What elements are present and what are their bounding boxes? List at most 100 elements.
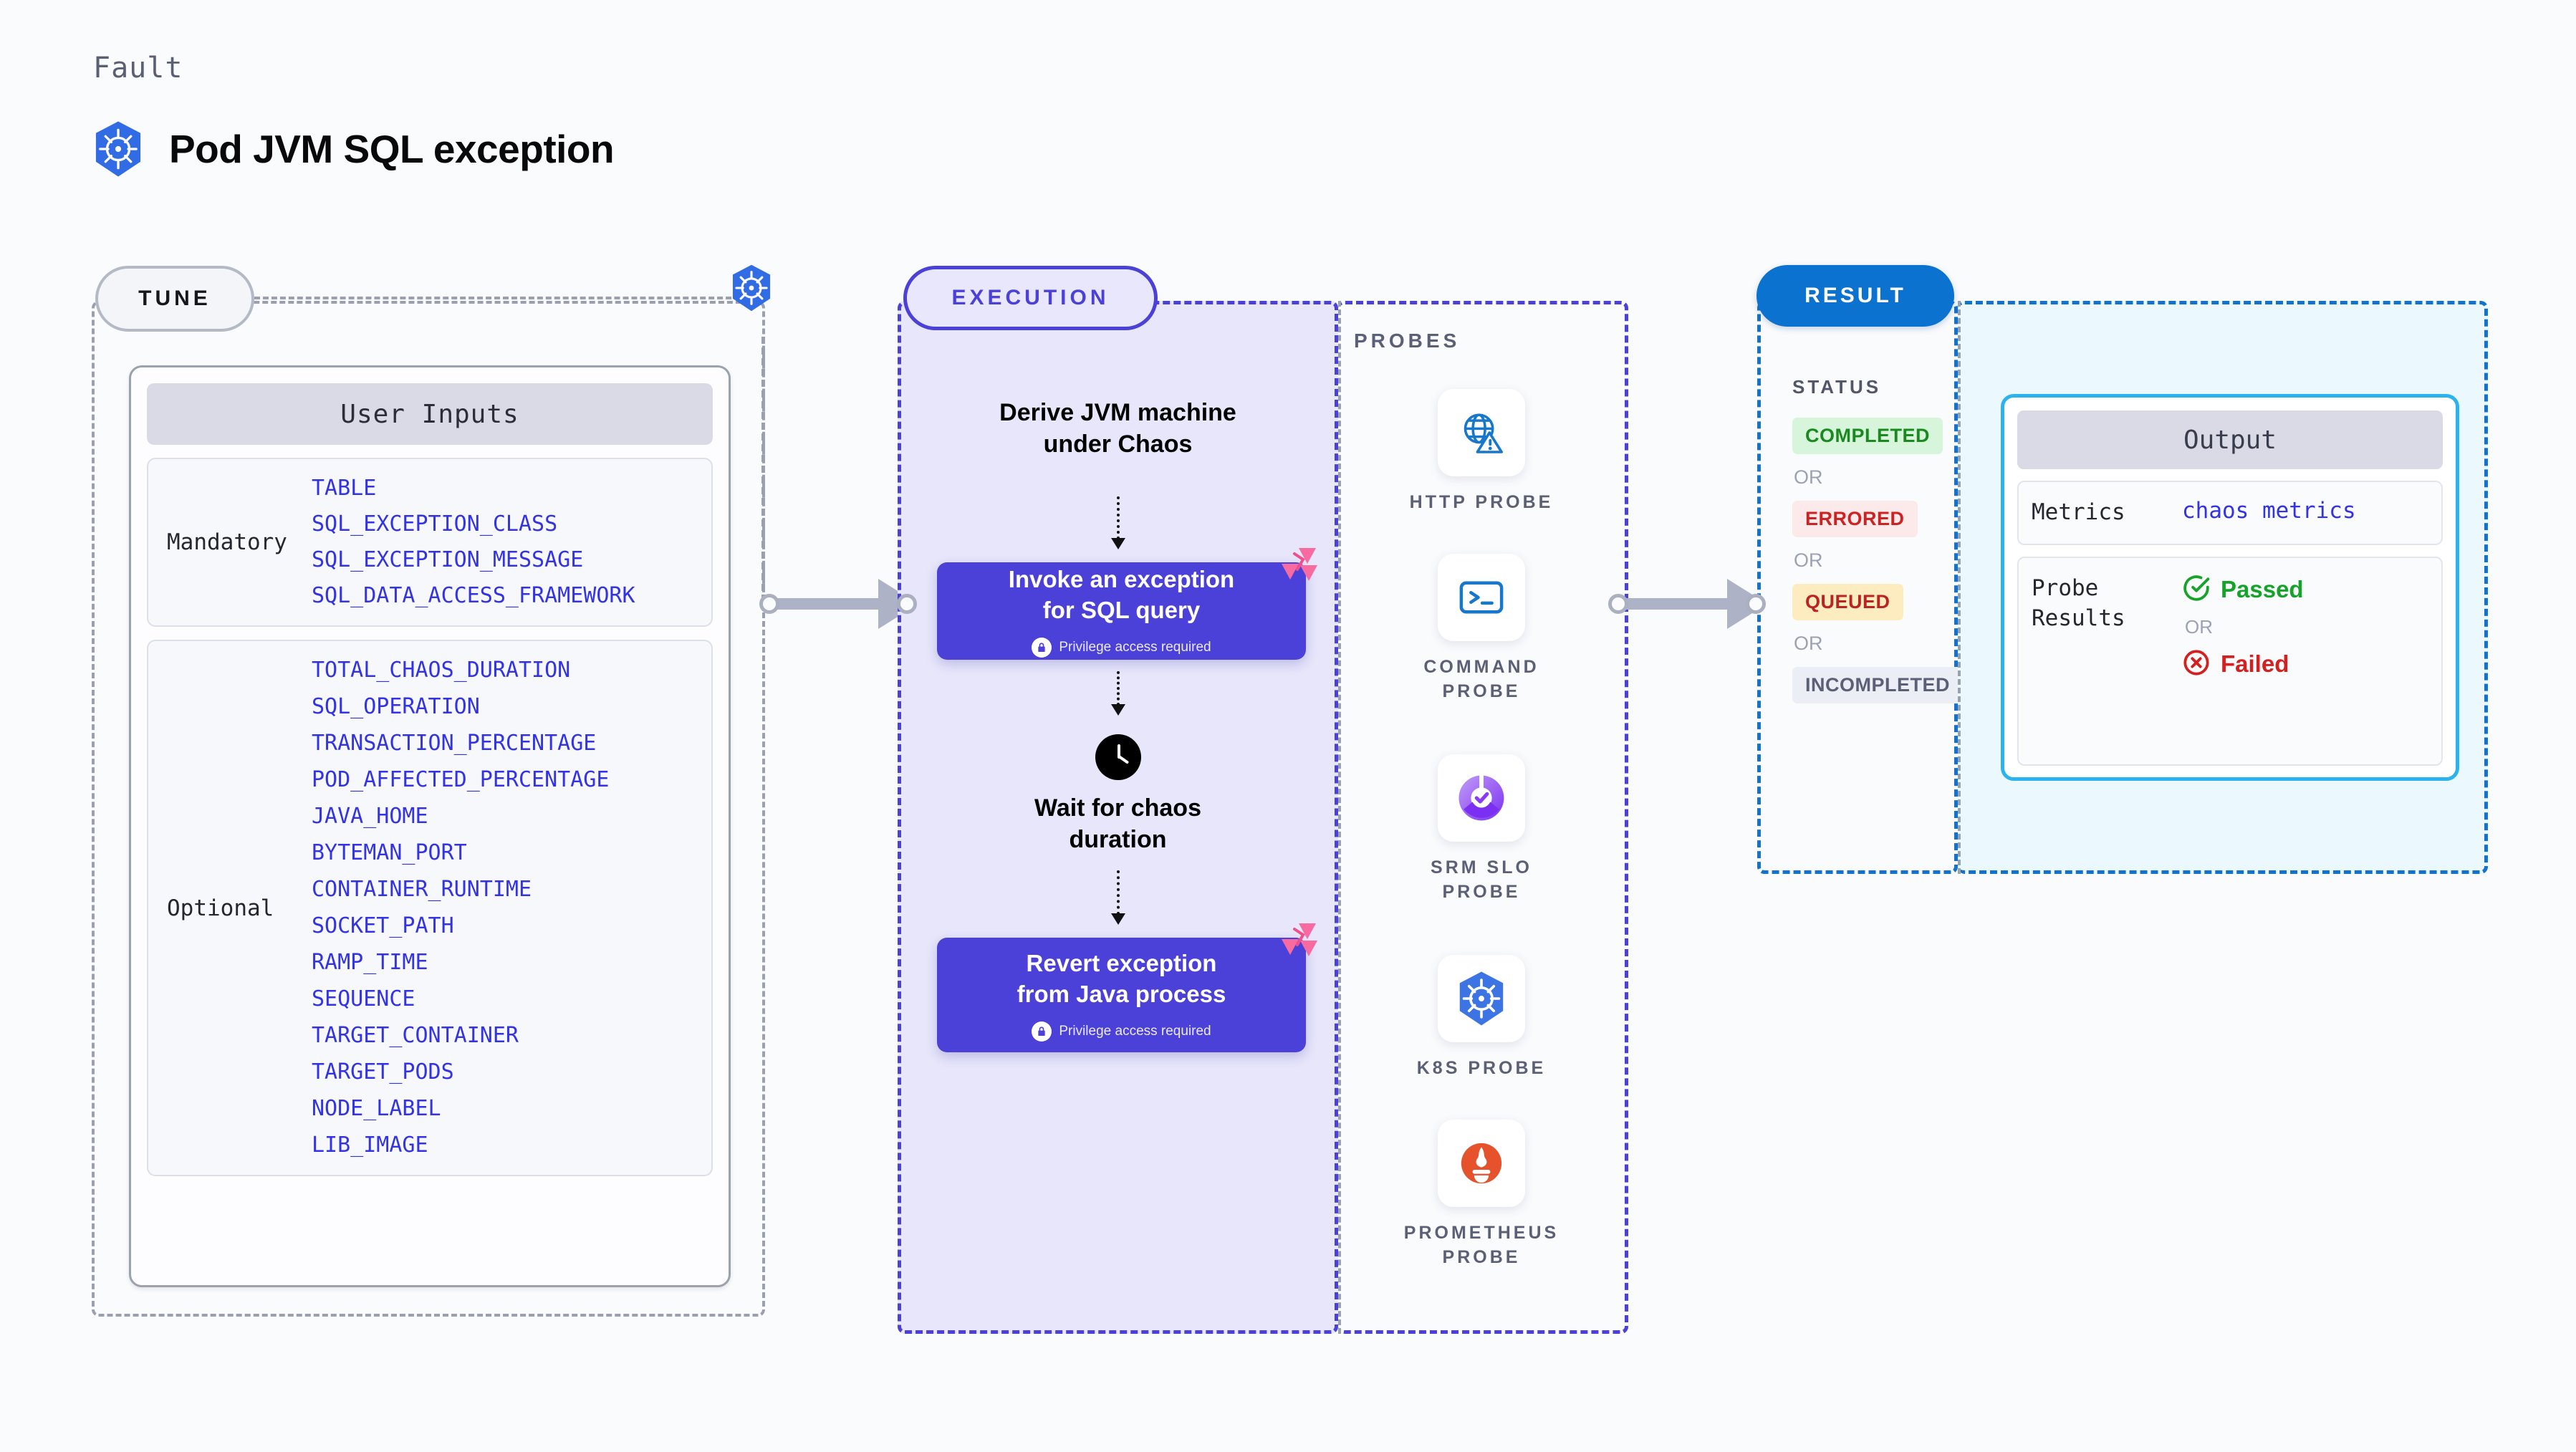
mandatory-param-list: TABLE SQL_EXCEPTION_CLASS SQL_EXCEPTION_… — [312, 478, 635, 607]
execution-section-label: EXECUTION — [903, 266, 1158, 330]
probes-section: PROBES HTTP PROBE — [1338, 301, 1628, 1334]
probe-http[interactable]: HTTP PROBE — [1374, 389, 1589, 515]
litmus-chaos-icon — [1279, 920, 1319, 960]
param-item[interactable]: SQL_OPERATION — [312, 694, 480, 719]
param-item[interactable]: LIB_IMAGE — [312, 1133, 428, 1158]
connector-dot — [1746, 594, 1766, 614]
lock-icon — [1032, 1021, 1052, 1042]
optional-params-group: Optional TOTAL_CHAOS_DURATION SQL_OPERAT… — [147, 640, 713, 1176]
clock-icon — [1095, 734, 1141, 780]
check-circle-icon — [2182, 574, 2211, 606]
wait-step-title: Wait for chaos duration — [1034, 794, 1201, 853]
terminal-prompt-icon — [1438, 554, 1525, 641]
result-section-label: RESULT — [1756, 265, 1954, 327]
param-item[interactable]: TOTAL_CHAOS_DURATION — [312, 658, 571, 683]
param-item[interactable]: JAVA_HOME — [312, 804, 428, 829]
privilege-note-text: Privilege access required — [1059, 639, 1211, 655]
status-heading: STATUS — [1792, 376, 1882, 398]
tune-to-execution-arrow — [759, 579, 918, 629]
optional-group-label: Optional — [167, 895, 274, 921]
param-item[interactable]: TARGET_PODS — [312, 1059, 454, 1085]
revert-exception-step-card[interactable]: Revert exception from Java process Privi… — [937, 923, 1317, 1052]
status-badge: ERRORED — [1792, 501, 1918, 537]
param-item[interactable]: TRANSACTION_PERCENTAGE — [312, 731, 597, 756]
page-title-row: Pod JVM SQL exception — [92, 120, 615, 178]
lock-icon — [1032, 637, 1052, 658]
status-list: COMPLETED OR ERRORED OR QUEUED OR INCOMP… — [1792, 418, 1964, 703]
step-title: Invoke an exception for SQL query — [1008, 566, 1235, 623]
probe-prometheus[interactable]: PROMETHEUS PROBE — [1374, 1120, 1589, 1270]
param-item[interactable]: CONTAINER_RUNTIME — [312, 877, 532, 902]
kubernetes-icon — [1438, 955, 1525, 1042]
connector-bar — [775, 598, 885, 610]
status-or-label: OR — [1794, 466, 1823, 488]
derive-jvm-step-title: Derive JVM machine under Chaos — [999, 399, 1236, 458]
x-circle-icon — [2182, 648, 2211, 681]
failed-label: Failed — [2221, 650, 2289, 678]
result-section: STATUS COMPLETED OR ERRORED OR QUEUED OR… — [1757, 301, 1964, 874]
param-item[interactable]: TABLE — [312, 476, 377, 501]
metrics-label: Metrics — [2032, 499, 2125, 525]
tune-section — [92, 301, 765, 1317]
param-item[interactable]: SQL_EXCEPTION_CLASS — [312, 511, 558, 537]
metrics-row: Metrics chaos metrics — [2017, 481, 2443, 545]
param-item[interactable]: NODE_LABEL — [312, 1096, 441, 1121]
connector-bar — [1624, 598, 1734, 610]
fault-kicker: Fault — [93, 52, 183, 85]
status-or-label: OR — [1794, 549, 1823, 571]
probe-srm-slo[interactable]: SRM SLO PROBE — [1374, 754, 1589, 905]
connector-dot — [897, 594, 917, 614]
probe-result-failed: Failed — [2182, 648, 2304, 681]
connector-dot — [759, 594, 779, 614]
probe-command[interactable]: COMMAND PROBE — [1374, 554, 1589, 704]
probe-label: COMMAND PROBE — [1423, 657, 1539, 701]
param-item[interactable]: BYTEMAN_PORT — [312, 840, 467, 865]
metrics-value[interactable]: chaos metrics — [2182, 498, 2356, 524]
probe-result-passed: Passed — [2182, 574, 2304, 606]
param-item[interactable]: RAMP_TIME — [312, 950, 428, 975]
param-item[interactable]: SQL_DATA_ACCESS_FRAMEWORK — [312, 583, 635, 608]
probe-label: SRM SLO PROBE — [1431, 857, 1532, 902]
output-card-title: Output — [2017, 410, 2443, 469]
param-item[interactable]: SQL_EXCEPTION_MESSAGE — [312, 547, 584, 572]
probe-label: K8S PROBE — [1416, 1058, 1547, 1078]
passed-label: Passed — [2221, 576, 2304, 603]
output-divider-line — [1958, 301, 1961, 874]
status-badge: INCOMPLETED — [1792, 667, 1964, 703]
optional-param-list: TOTAL_CHAOS_DURATION SQL_OPERATION TRANS… — [312, 660, 609, 1156]
output-card: Output Metrics chaos metrics Probe Resul… — [2001, 394, 2459, 781]
probes-heading: PROBES — [1354, 330, 1461, 352]
param-item[interactable]: SEQUENCE — [312, 986, 415, 1011]
privilege-note-text: Privilege access required — [1059, 1023, 1211, 1039]
status-badge: COMPLETED — [1792, 418, 1943, 454]
srm-slo-check-icon — [1438, 754, 1525, 842]
prometheus-flame-icon — [1438, 1120, 1525, 1207]
execution-section: Derive JVM machine under Chaos Invoke an… — [898, 301, 1338, 1334]
param-item[interactable]: TARGET_CONTAINER — [312, 1023, 519, 1048]
page-title: Pod JVM SQL exception — [169, 127, 615, 171]
litmus-chaos-icon — [1279, 545, 1319, 585]
tune-section-label: TUNE — [95, 266, 254, 332]
probe-label: PROMETHEUS PROBE — [1403, 1223, 1559, 1267]
privilege-note: Privilege access required — [1032, 1021, 1211, 1042]
status-or-label: OR — [1794, 633, 1823, 654]
probe-results-row: Probe Results Passed OR — [2017, 556, 2443, 766]
probe-results-label: Probe Results — [2032, 574, 2125, 631]
status-badge: QUEUED — [1792, 584, 1903, 620]
probes-divider-line — [1338, 301, 1341, 1334]
probe-label: HTTP PROBE — [1409, 492, 1554, 512]
http-globe-warning-icon — [1438, 389, 1525, 476]
privilege-note: Privilege access required — [1032, 637, 1211, 658]
mandatory-params-group: Mandatory TABLE SQL_EXCEPTION_CLASS SQL_… — [147, 458, 713, 627]
param-item[interactable]: POD_AFFECTED_PERCENTAGE — [312, 767, 610, 792]
tune-connector-line — [254, 297, 749, 299]
invoke-exception-step-card[interactable]: Invoke an exception for SQL query Privil… — [937, 548, 1317, 660]
probe-results-values: Passed OR Failed — [2182, 574, 2304, 681]
user-inputs-card: User Inputs Mandatory TABLE SQL_EXCEPTIO… — [129, 365, 731, 1287]
param-item[interactable]: SOCKET_PATH — [312, 913, 454, 938]
probe-k8s[interactable]: K8S PROBE — [1374, 955, 1589, 1081]
probes-to-result-arrow — [1608, 579, 1767, 629]
kubernetes-icon — [92, 120, 145, 178]
user-inputs-title: User Inputs — [147, 383, 713, 445]
